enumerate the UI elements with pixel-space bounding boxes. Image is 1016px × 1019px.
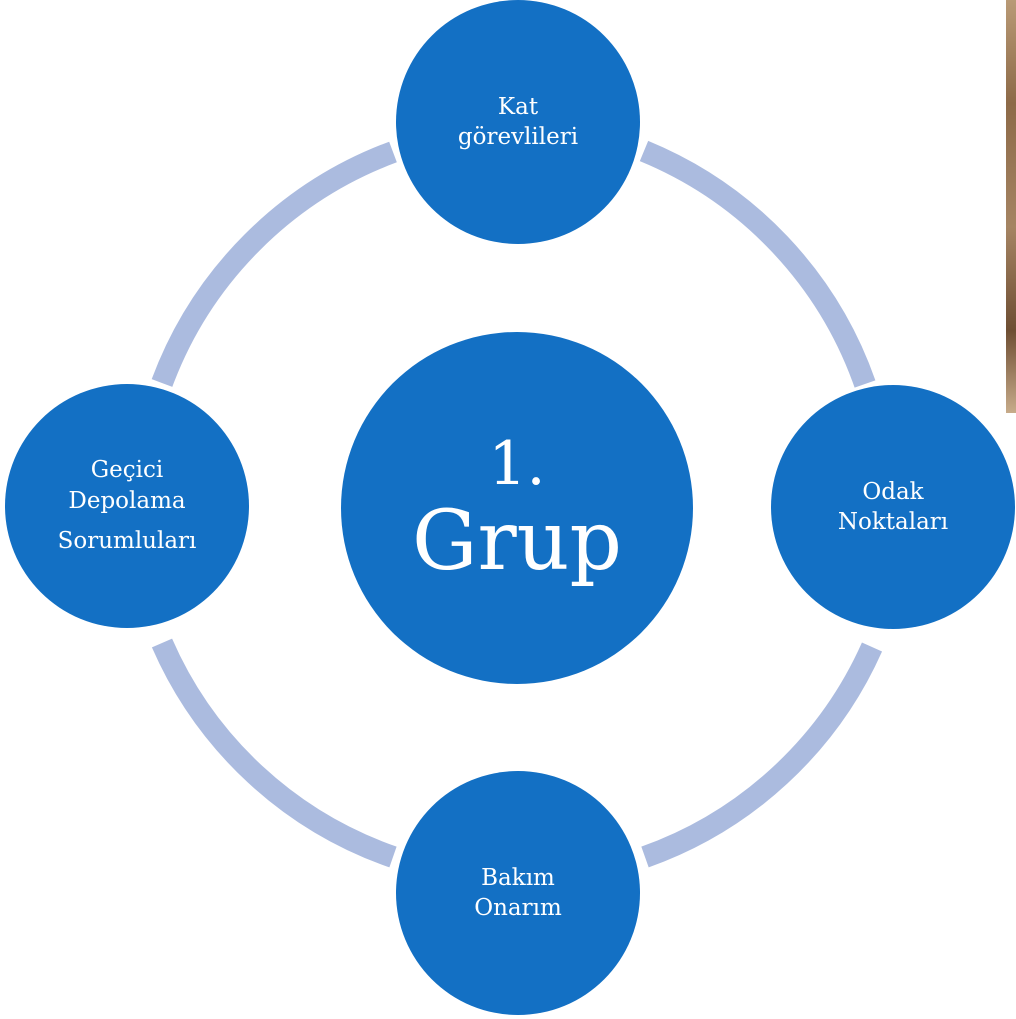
node-label-line: Bakım	[481, 864, 555, 891]
center-label-number: 1.	[488, 429, 546, 500]
ring-segments	[151, 140, 883, 868]
node-label-line: Noktaları	[837, 509, 949, 535]
node-kat-gorevlileri: Kat görevlileri	[396, 0, 640, 244]
background-photo-edge	[1006, 0, 1016, 413]
ring-segment-right-bottom	[641, 642, 883, 868]
node-label-line: görevlileri	[457, 124, 579, 150]
node-label-line: Geçici	[90, 457, 164, 484]
ring-segment-bottom-left	[151, 638, 397, 868]
node-label-line: Kat	[497, 93, 539, 120]
node-label-line: Depolama	[68, 487, 186, 514]
node-label-line: Onarım	[474, 895, 562, 921]
node-odak-noktalari: Odak Noktaları	[771, 385, 1015, 629]
node-bakim-onarim: Bakım Onarım	[396, 771, 640, 1015]
node-label-line: Sorumluları	[57, 528, 197, 555]
center-node-grup: 1. Grup	[341, 332, 693, 684]
ring-segment-left-top	[151, 141, 397, 387]
center-label-text: Grup	[411, 494, 622, 590]
ring-segment-top-right	[639, 140, 876, 388]
node-label-line: Odak	[862, 478, 924, 505]
node-gecici-depolama-sorumlulari: Geçici Depolama Sorumluları	[5, 384, 249, 628]
